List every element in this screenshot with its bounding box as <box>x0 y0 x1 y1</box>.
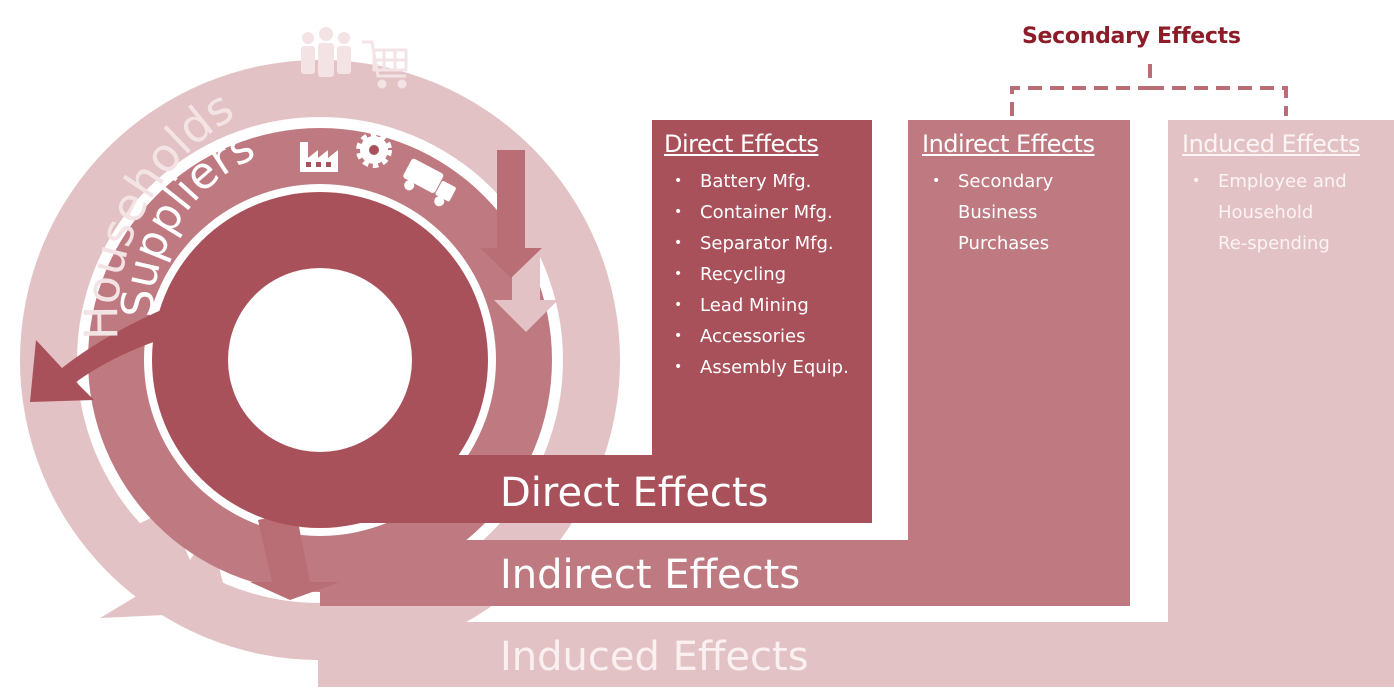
list-item: Assembly Equip. <box>664 352 874 383</box>
direct-ring <box>152 192 488 528</box>
list-item: Recycling <box>664 259 874 290</box>
induced-effects-title: Induced Effects <box>1182 130 1361 158</box>
indirect-effects-box: Indirect Effects Secondary Business Purc… <box>922 130 1122 259</box>
secondary-bracket <box>1010 62 1288 116</box>
direct-effects-box: Direct Effects Battery Mfg. Container Mf… <box>664 130 874 383</box>
list-item: Container Mfg. <box>664 197 874 228</box>
indirect-arrow <box>250 512 340 600</box>
secondary-effects-label: Secondary Effects <box>1022 24 1241 49</box>
people-icon <box>301 27 351 77</box>
induced-arrow <box>100 510 230 618</box>
indirect-effects-title: Indirect Effects <box>922 130 1095 158</box>
indirect-layer <box>88 120 1130 606</box>
list-item-continuation: Re-spending <box>1218 233 1330 254</box>
induced-effects-list: Employee and Household Re-spending <box>1182 166 1392 259</box>
induced-column <box>1168 120 1394 622</box>
induced-band-label: Induced Effects <box>500 634 809 680</box>
list-item: Employee and <box>1182 166 1392 197</box>
list-item: Lead Mining <box>664 290 874 321</box>
induced-effects-box: Induced Effects Employee and Household R… <box>1182 130 1392 259</box>
list-item: Battery Mfg. <box>664 166 874 197</box>
indirect-effects-list: Secondary Business Purchases <box>922 166 1122 259</box>
indirect-column <box>908 120 1130 606</box>
list-item: Separator Mfg. <box>664 228 874 259</box>
list-item-continuation: Business <box>958 202 1038 223</box>
list-item: Secondary <box>922 166 1122 197</box>
factory-icon <box>300 142 338 172</box>
indirect-band-label: Indirect Effects <box>500 552 800 598</box>
direct-arrow <box>30 300 190 402</box>
list-item-continuation: Purchases <box>958 233 1050 254</box>
list-item: Accessories <box>664 321 874 352</box>
truck-icon <box>403 158 456 207</box>
induced-layer <box>19 59 1394 687</box>
induced-band <box>318 622 1394 687</box>
gear-icon <box>356 132 392 168</box>
direct-effects-title: Direct Effects <box>664 130 819 158</box>
shopping-cart-icon <box>362 40 408 89</box>
list-item-continuation: Household <box>1218 202 1314 223</box>
suppliers-down-arrow <box>480 150 542 278</box>
direct-effects-list: Battery Mfg. Container Mfg. Separator Mf… <box>664 166 874 383</box>
direct-band-label: Direct Effects <box>500 470 768 516</box>
